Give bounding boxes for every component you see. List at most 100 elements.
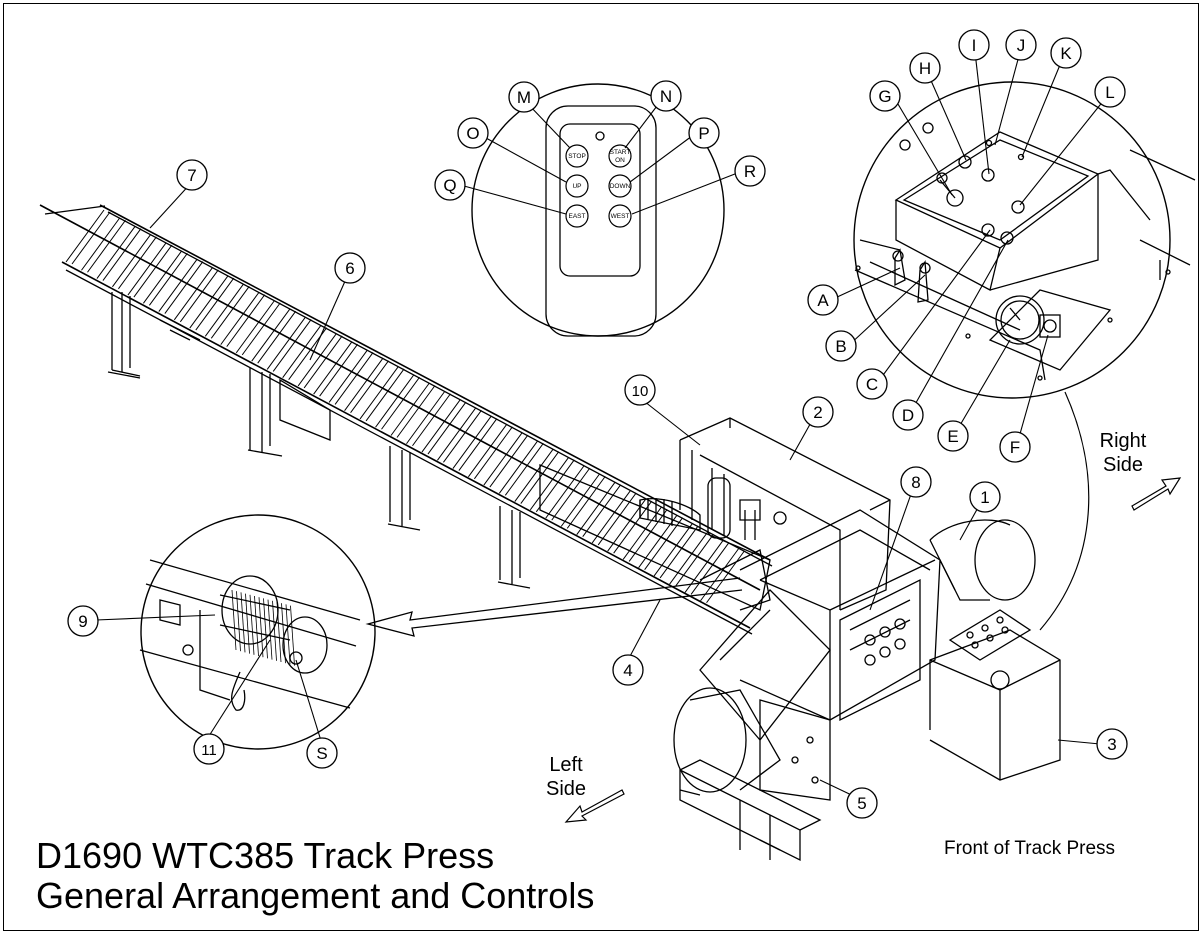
winch-cable-coil (281, 603, 286, 664)
conveyor-roller-edge (473, 426, 513, 480)
callout-L: L (1094, 76, 1126, 108)
conveyor-roller-edge (504, 443, 544, 496)
svg-text:1: 1 (980, 488, 989, 507)
remote-stop-label: STOP (568, 153, 586, 160)
conveyor-roller-edge (690, 542, 730, 595)
conveyor-roller-edge (148, 253, 188, 306)
conveyor-roller-edge (303, 335, 343, 389)
conveyor-roller (560, 474, 600, 527)
conveyor-roller (375, 374, 414, 428)
conveyor-roller-edge (133, 244, 173, 298)
svg-text:O: O (466, 124, 479, 143)
callout-F: F (999, 431, 1031, 463)
conveyor-roller (498, 441, 538, 494)
callout-O: O (457, 117, 489, 149)
callout-5: 5 (846, 787, 878, 819)
roller-conveyor (39, 204, 773, 635)
conveyor-roller-edge (334, 352, 374, 405)
remote-east-label: EAST (569, 213, 586, 220)
callout-S: S (306, 737, 338, 769)
conveyor-roller-edge (257, 310, 297, 364)
callout-9: 9 (67, 605, 99, 637)
remote-down-label: DOWN (610, 183, 631, 190)
conveyor-roller-edge (566, 476, 606, 529)
callout-2: 2 (802, 396, 834, 428)
callout-6: 6 (334, 252, 366, 284)
conveyor-roller-edge (319, 343, 359, 397)
winch-cable-coil (272, 600, 277, 661)
svg-text:6: 6 (345, 259, 354, 278)
svg-text:2: 2 (813, 403, 822, 422)
conveyor-roller (96, 226, 136, 279)
side-labels: Right Side Left Side (546, 430, 1147, 800)
conveyor-roller (545, 465, 585, 519)
conveyor-roller-edge (210, 286, 250, 339)
controls-detail-circle (853, 81, 1196, 631)
conveyor-roller-edge (551, 467, 591, 521)
svg-text:P: P (698, 124, 709, 143)
left-side-label-1: Left (549, 754, 583, 776)
svg-text:G: G (878, 87, 891, 106)
svg-text:H: H (919, 59, 931, 78)
conveyor-roller-edge (118, 236, 157, 290)
conveyor-roller (669, 531, 708, 585)
conveyor-roller (390, 383, 430, 436)
callout-D: D (892, 399, 924, 431)
leader-lines (95, 51, 1105, 801)
winch-cable-coil (240, 592, 246, 653)
callout-8: 8 (900, 466, 932, 498)
conveyor-roller (313, 341, 353, 395)
conveyor-roller (220, 292, 260, 345)
conveyor-roller (266, 317, 306, 370)
callout-G: G (869, 80, 901, 112)
svg-text:J: J (1017, 36, 1026, 55)
callout-H: H (909, 52, 941, 84)
callout-M: M (508, 81, 540, 113)
conveyor-roller (189, 275, 229, 329)
callout-J: J (1005, 29, 1037, 61)
conveyor-roller (142, 251, 182, 304)
conveyor-roller-edge (226, 294, 266, 347)
conveyor-roller-edge (381, 376, 420, 430)
svg-text:F: F (1010, 438, 1020, 457)
winch-cable-coil (249, 594, 255, 655)
callout-balloons: 7 6 10 2 8 1 4 3 5 9 11 S A B C D E F G … (67, 29, 1128, 819)
callout-K: K (1050, 37, 1082, 69)
svg-text:3: 3 (1107, 735, 1116, 754)
svg-text:4: 4 (623, 661, 632, 680)
conveyor-roller (576, 482, 616, 535)
conveyor-roller-edge (396, 385, 436, 438)
drawing-title-line1: D1690 WTC385 Track Press (36, 835, 495, 876)
conveyor-roller (467, 424, 507, 478)
winch-cable-coil (276, 601, 282, 663)
svg-text:S: S (316, 744, 327, 763)
conveyor-roller (158, 259, 198, 312)
svg-text:L: L (1105, 83, 1114, 102)
conveyor-roller-edge (535, 459, 575, 513)
conveyor-roller-edge (412, 393, 451, 447)
svg-text:5: 5 (857, 794, 866, 813)
conveyor-roller-edge (489, 434, 529, 488)
svg-text:A: A (817, 291, 829, 310)
conveyor-roller-edge (179, 269, 219, 323)
callout-1: 1 (969, 481, 1001, 513)
conveyor-roller-edge (659, 525, 699, 579)
winch-cable-coil (285, 604, 291, 665)
svg-text:B: B (835, 337, 846, 356)
conveyor-roller-edge (87, 219, 126, 273)
conveyor-roller-edge (458, 418, 498, 471)
svg-text:M: M (517, 88, 531, 107)
svg-text:D: D (902, 406, 914, 425)
conveyor-roller (437, 407, 476, 461)
callout-I: I (958, 29, 990, 61)
winch-cable-coil (231, 589, 237, 651)
svg-text:C: C (866, 375, 878, 394)
conveyor-roller (173, 267, 213, 321)
conveyor-roller-edge (272, 319, 312, 372)
conveyor-roller (607, 498, 647, 552)
conveyor-roller-edge (582, 484, 622, 537)
callout-C: C (856, 368, 888, 400)
front-of-press-label: Front of Track Press (944, 838, 1116, 859)
svg-text:8: 8 (911, 473, 920, 492)
